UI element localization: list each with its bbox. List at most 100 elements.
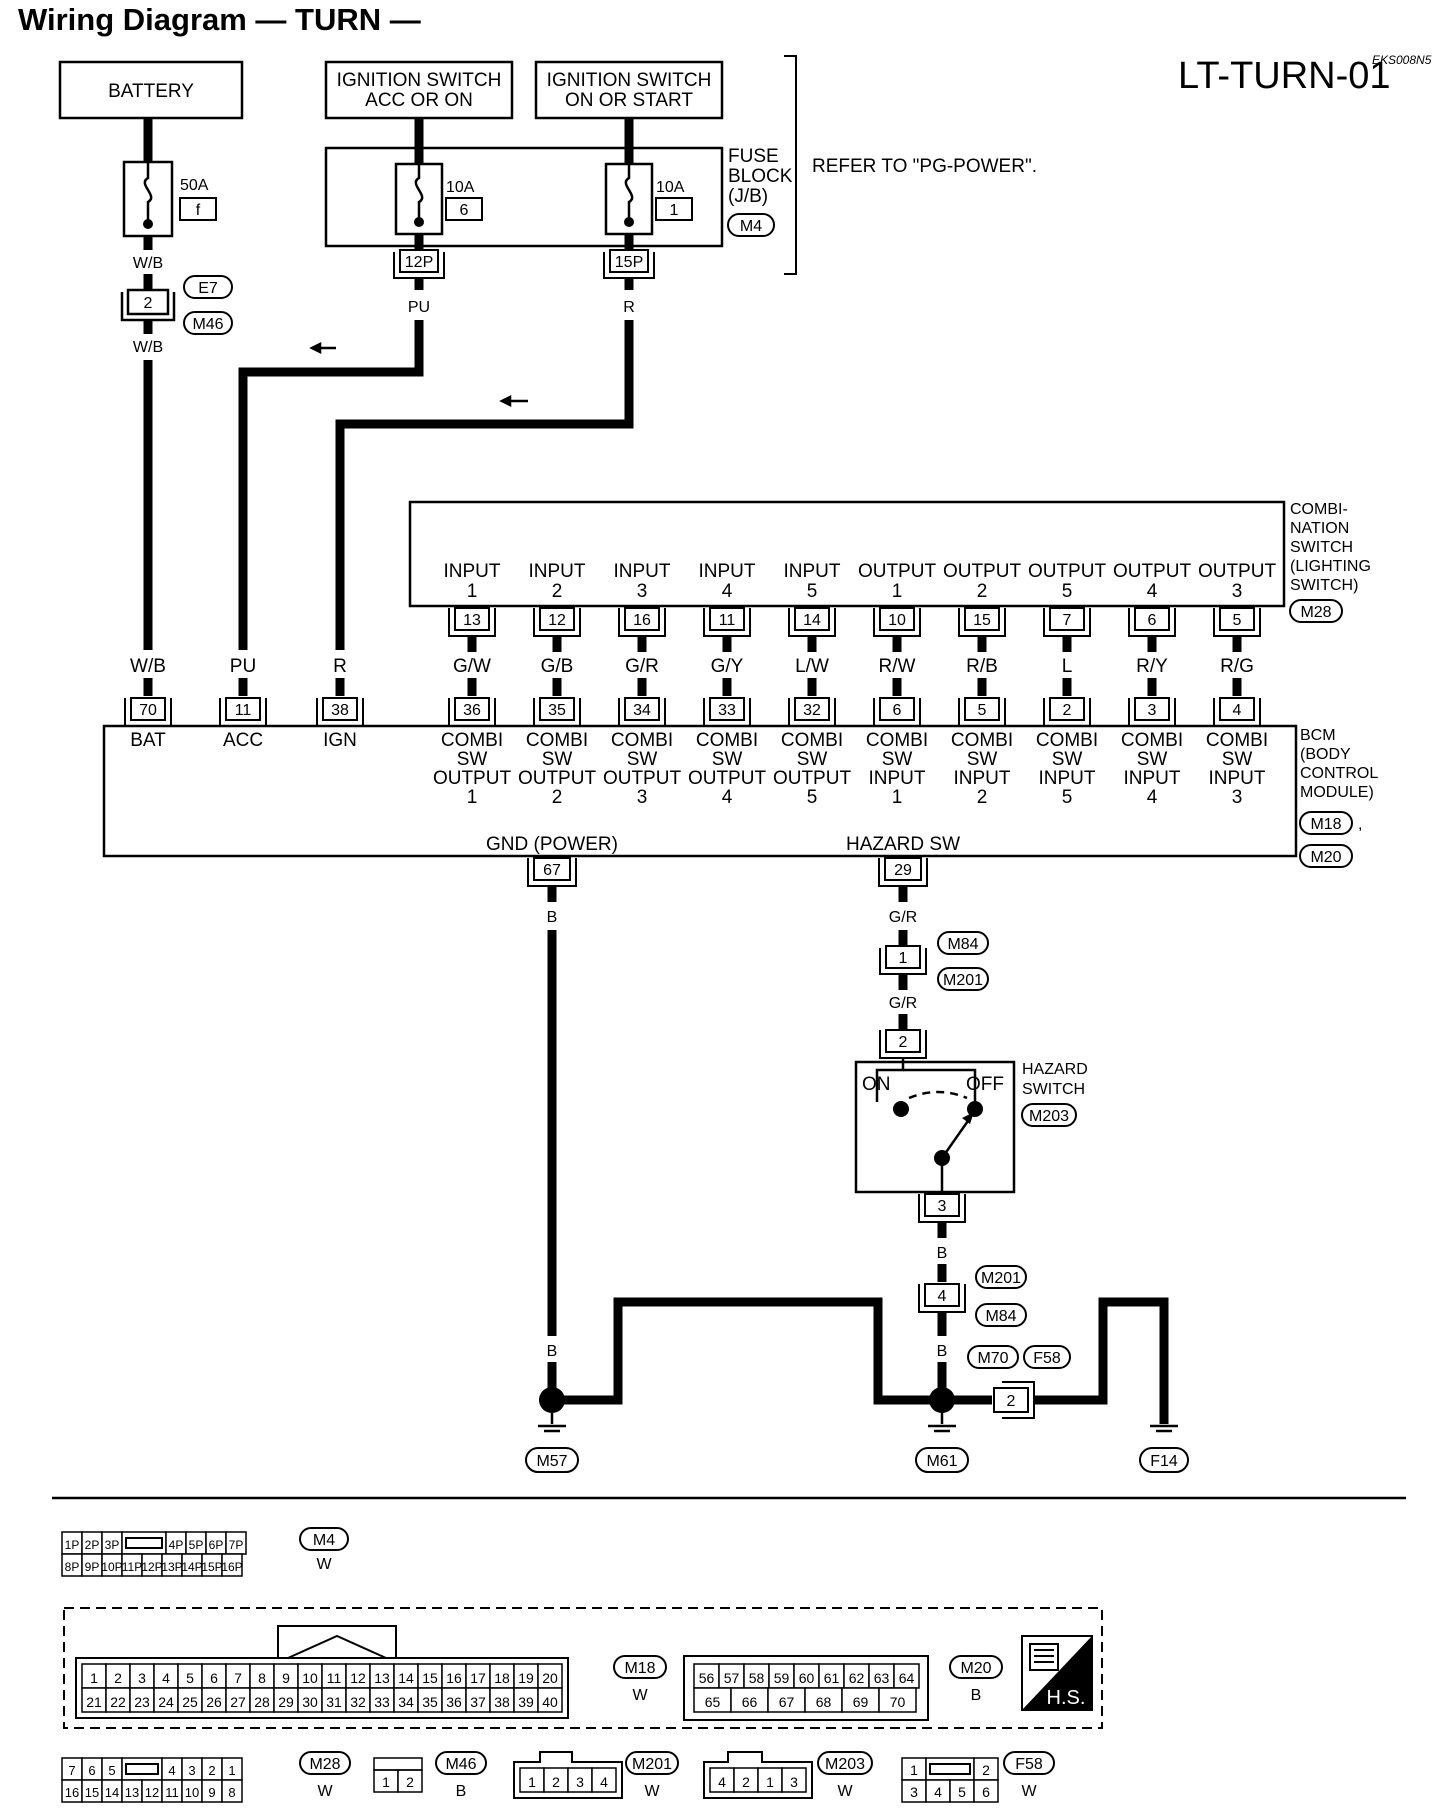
hazard-wire-bottom: B bbox=[937, 1245, 948, 1262]
m203-cell-0-3 bbox=[781, 1767, 807, 1793]
fuse-block-label-2: BLOCK bbox=[728, 166, 793, 187]
m18-cell-1-10 bbox=[321, 1687, 347, 1713]
bcm-terminal-pin-1: 35 bbox=[548, 702, 566, 719]
bcm-terminal-l4-9: 3 bbox=[1232, 787, 1243, 808]
fuse-50a-amp: 50A bbox=[180, 177, 209, 194]
bcm-terminal-l2-6: SW bbox=[967, 749, 998, 770]
combi-terminal-label2-9: 3 bbox=[1232, 581, 1243, 602]
ignition-on-line1: IGNITION SWITCH bbox=[547, 70, 712, 91]
bcm-terminal-l4-3: 4 bbox=[722, 787, 733, 808]
m18-pin-1-9: 30 bbox=[302, 1694, 318, 1710]
m203-cell-0-2 bbox=[757, 1767, 783, 1793]
combi-terminal-label1-9: OUTPUT bbox=[1198, 561, 1277, 582]
combi-terminal-pin-1-box bbox=[539, 607, 575, 631]
combi-title-3: SWITCH bbox=[1290, 539, 1353, 556]
m20-pin-0-4: 69 bbox=[853, 1694, 869, 1710]
acc-arrow-icon bbox=[309, 341, 336, 355]
m18-pin-1-17: 38 bbox=[494, 1694, 510, 1710]
f58-pin-0-0: 1 bbox=[910, 1762, 918, 1778]
m201-cell-0-2 bbox=[567, 1767, 593, 1793]
m28-pin-0-6: 2 bbox=[208, 1763, 215, 1778]
bcm-terminal-l3-5: INPUT bbox=[869, 768, 926, 789]
m4-pin-0-2: 3P bbox=[105, 1538, 120, 1552]
m18-cell-1-2 bbox=[129, 1687, 155, 1713]
m20-pin-0-8: 64 bbox=[899, 1670, 915, 1686]
m201-pin-0-0: 1 bbox=[528, 1774, 536, 1790]
fuse-block-box bbox=[324, 146, 724, 248]
bcm-terminal-l3-1: OUTPUT bbox=[518, 768, 597, 789]
m18-cell-1-16 bbox=[465, 1687, 491, 1713]
bcm-power-label-1: ACC bbox=[223, 730, 263, 751]
bcm-terminal-l1-0: COMBI bbox=[441, 730, 503, 751]
m18-pin-0-17: 18 bbox=[494, 1670, 510, 1686]
connector-m201-color: W bbox=[644, 1783, 660, 1800]
combi-terminal-pin-8-box bbox=[1134, 607, 1170, 631]
bcm-gnd-wire: B bbox=[547, 909, 558, 926]
m18-cell-1-15 bbox=[441, 1687, 467, 1713]
combi-terminal-label2-6: 2 bbox=[977, 581, 988, 602]
ground-join-pin: 2 bbox=[1007, 1393, 1016, 1410]
hazard-wire-mid: G/R bbox=[889, 995, 917, 1012]
bcm-terminal-pin-0-box bbox=[454, 697, 490, 721]
m18-hump-peak bbox=[287, 1634, 387, 1659]
battery-box: BATTERY bbox=[58, 60, 244, 120]
combi-terminal-pin-4: 14 bbox=[803, 612, 821, 629]
acc-wire-label-top: PU bbox=[408, 299, 430, 316]
m18-cell-1-3 bbox=[153, 1687, 179, 1713]
m18-pin-1-18: 39 bbox=[518, 1694, 534, 1710]
m28-pin-1-8: 8 bbox=[228, 1785, 235, 1800]
m201-cell-0-0 bbox=[519, 1767, 545, 1793]
m201-pin-0-2: 3 bbox=[576, 1774, 584, 1790]
combi-terminal-label1-0: INPUT bbox=[444, 561, 501, 582]
bcm-terminal-l4-2: 3 bbox=[637, 787, 648, 808]
bcm-hazard-pin: 29 bbox=[894, 862, 912, 879]
fuse-50a-id: f bbox=[196, 202, 201, 219]
fuse-acc-terminal: 12P bbox=[393, 249, 445, 279]
m18-pin-1-13: 34 bbox=[398, 1694, 414, 1710]
m20-cell-0-4 bbox=[841, 1687, 880, 1713]
m18-cell-1-0 bbox=[81, 1687, 107, 1713]
m201-cell-0-1 bbox=[543, 1767, 569, 1793]
bcm-terminal-l4-7: 5 bbox=[1062, 787, 1073, 808]
hazard-title-1: HAZARD bbox=[1022, 1061, 1088, 1078]
ground-m57-symbol: M57 bbox=[525, 1412, 579, 1473]
m18-pin-0-15: 16 bbox=[446, 1670, 462, 1686]
bcm-terminal-l2-1: SW bbox=[542, 749, 573, 770]
refer-bracket bbox=[784, 55, 797, 275]
m18-pin-1-1: 22 bbox=[110, 1694, 126, 1710]
connector-m203-color: W bbox=[837, 1783, 853, 1800]
m201-pin-0-3: 4 bbox=[600, 1774, 608, 1790]
connector-m201-name: M201 bbox=[632, 1756, 672, 1773]
bcm-terminal-l2-8: SW bbox=[1137, 749, 1168, 770]
bcm-box bbox=[102, 724, 1298, 858]
combi-terminal-pin-9-box bbox=[1219, 607, 1255, 631]
battery-conn-e7: E7 bbox=[198, 280, 218, 297]
combi-wire-color-1: G/B bbox=[541, 656, 574, 677]
combi-wire-color-9: R/G bbox=[1220, 656, 1254, 677]
f58-pin-0-0: 3 bbox=[910, 1784, 918, 1800]
combi-terminal-pin-3: 11 bbox=[719, 612, 736, 629]
m28-cell-0-3 bbox=[121, 1757, 163, 1781]
bcm-terminal-pin-7-shell bbox=[1043, 698, 1091, 727]
connector-m46-name: M46 bbox=[445, 1756, 476, 1773]
combi-terminal-pin-9: 5 bbox=[1233, 612, 1242, 629]
bcm-terminal-l3-7: INPUT bbox=[1039, 768, 1096, 789]
m28-pin-1-3: 13 bbox=[125, 1785, 139, 1800]
fuse-10a-ign: 10A 1 bbox=[604, 162, 693, 236]
combi-terminal-label2-2: 3 bbox=[637, 581, 648, 602]
battery-inline-connector: 2 E7 M46 bbox=[120, 275, 233, 335]
f58-pin-0-2: 2 bbox=[982, 1762, 990, 1778]
m28-pin-0-5: 3 bbox=[188, 1763, 195, 1778]
fuse-ign-terminal: 15P bbox=[603, 249, 655, 279]
m18-pin-0-6: 7 bbox=[234, 1670, 242, 1686]
combi-title-2: NATION bbox=[1290, 520, 1349, 537]
bcm-connector-m18: M18 bbox=[1310, 816, 1341, 833]
f58-cell-0-3 bbox=[973, 1779, 999, 1803]
ign-arrow-icon bbox=[499, 394, 528, 408]
combination-switch-terminals: INPUT113G/WINPUT212G/BINPUT316G/RINPUT41… bbox=[444, 561, 1277, 696]
connector-m28-name: M28 bbox=[309, 1756, 340, 1773]
bcm-terminal-pin-6-shell bbox=[958, 698, 1006, 727]
